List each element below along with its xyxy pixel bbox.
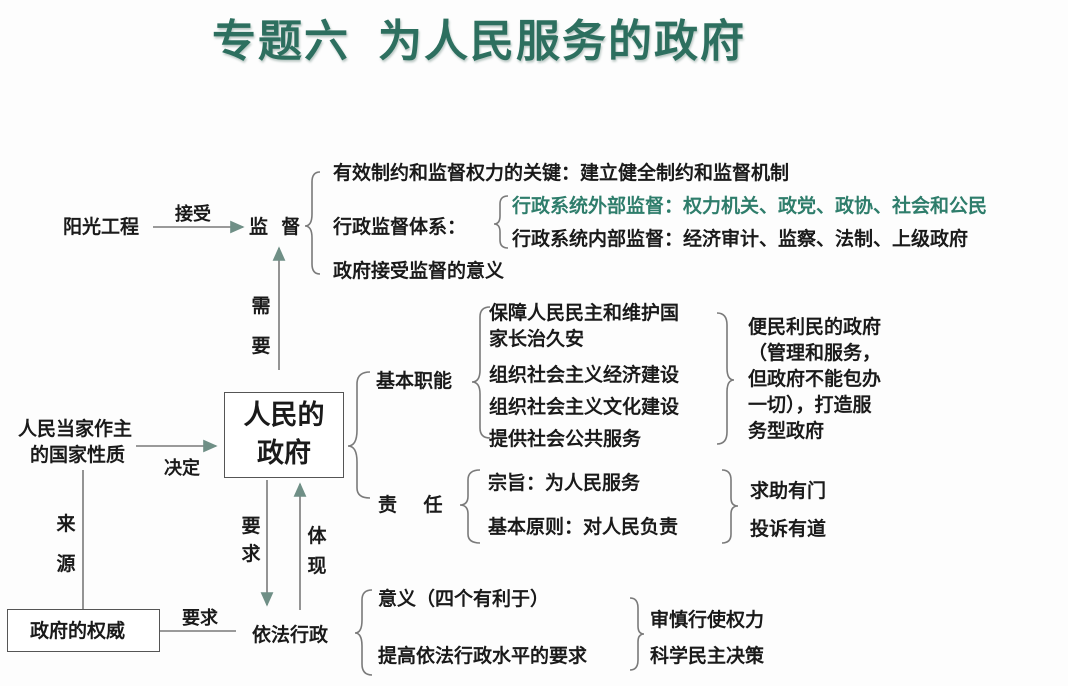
title-topic-number: 专题六 xyxy=(212,16,350,67)
edge-label-source-1: 来 xyxy=(56,513,76,535)
responsibility-item: 基本原则：对人民负责 xyxy=(488,516,679,538)
node-government-authority: 政府的权威 xyxy=(7,609,160,652)
node-sunshine-project: 阳光工程 xyxy=(63,216,140,238)
supervision-external: 行政系统外部监督：权力机关、政党、政协、社会和公民 xyxy=(512,195,988,217)
function-result: 但政府不能包办 xyxy=(748,368,882,390)
function-result: （管理和服务， xyxy=(748,342,882,364)
supervision-key: 有效制约和监督权力的关键：建立健全制约和监督机制 xyxy=(333,162,790,184)
title-topic-name: 为人民服务的政府 xyxy=(378,16,746,67)
center-line-2: 政府 xyxy=(257,438,311,469)
responsibility-result: 投诉有道 xyxy=(750,518,827,540)
supervision-system-label: 行政监督体系： xyxy=(333,216,467,238)
node-peoples-government: 人民的 政府 xyxy=(224,392,344,478)
function-item: 家长治久安 xyxy=(489,328,585,350)
function-item: 保障人民民主和维护国 xyxy=(489,302,680,324)
edge-label-source-2: 源 xyxy=(56,553,76,575)
supervision-meaning: 政府接受监督的意义 xyxy=(333,260,505,282)
center-line-1: 人民的 xyxy=(243,400,325,431)
function-item: 组织社会主义文化建设 xyxy=(489,396,680,418)
node-responsibility: 责 任 xyxy=(378,494,443,516)
edge-label-determine: 决定 xyxy=(164,458,200,479)
edge-label-require-authority: 要求 xyxy=(182,608,218,629)
responsibility-item: 宗旨：为人民服务 xyxy=(488,472,641,494)
function-result: 便民利民的政府 xyxy=(748,316,882,338)
page-title: 专题六为人民服务的政府 xyxy=(212,14,746,70)
law-result: 科学民主决策 xyxy=(650,645,765,667)
supervision-internal: 行政系统内部监督：经济审计、监察、法制、上级政府 xyxy=(512,228,969,250)
law-result: 审慎行使权力 xyxy=(650,609,765,631)
function-result: 一切），打造服 xyxy=(748,394,872,416)
law-item: 提高依法行政水平的要求 xyxy=(378,645,588,667)
node-nature-line-1: 人民当家作主 xyxy=(18,418,133,440)
authority-label: 政府的权威 xyxy=(30,620,126,642)
node-supervision: 监 督 xyxy=(249,216,301,238)
edge-label-need-2: 要 xyxy=(251,335,271,357)
edge-label-require-1: 要 xyxy=(241,515,261,537)
function-item: 提供社会公共服务 xyxy=(489,428,642,450)
edge-label-require-2: 求 xyxy=(241,543,261,565)
node-law-based-administration: 依法行政 xyxy=(252,624,329,646)
edge-label-accept: 接受 xyxy=(175,204,211,225)
function-result: 务型政府 xyxy=(748,420,825,442)
function-item: 组织社会主义经济建设 xyxy=(489,364,680,386)
edge-label-need-1: 需 xyxy=(251,295,271,317)
node-basic-functions: 基本职能 xyxy=(376,370,453,392)
responsibility-result: 求助有门 xyxy=(750,480,827,502)
node-nature-line-2: 的国家性质 xyxy=(30,444,126,466)
edge-label-embody-2: 现 xyxy=(307,555,327,577)
edge-label-embody-1: 体 xyxy=(307,525,327,547)
law-item: 意义（四个有利于） xyxy=(378,588,550,610)
